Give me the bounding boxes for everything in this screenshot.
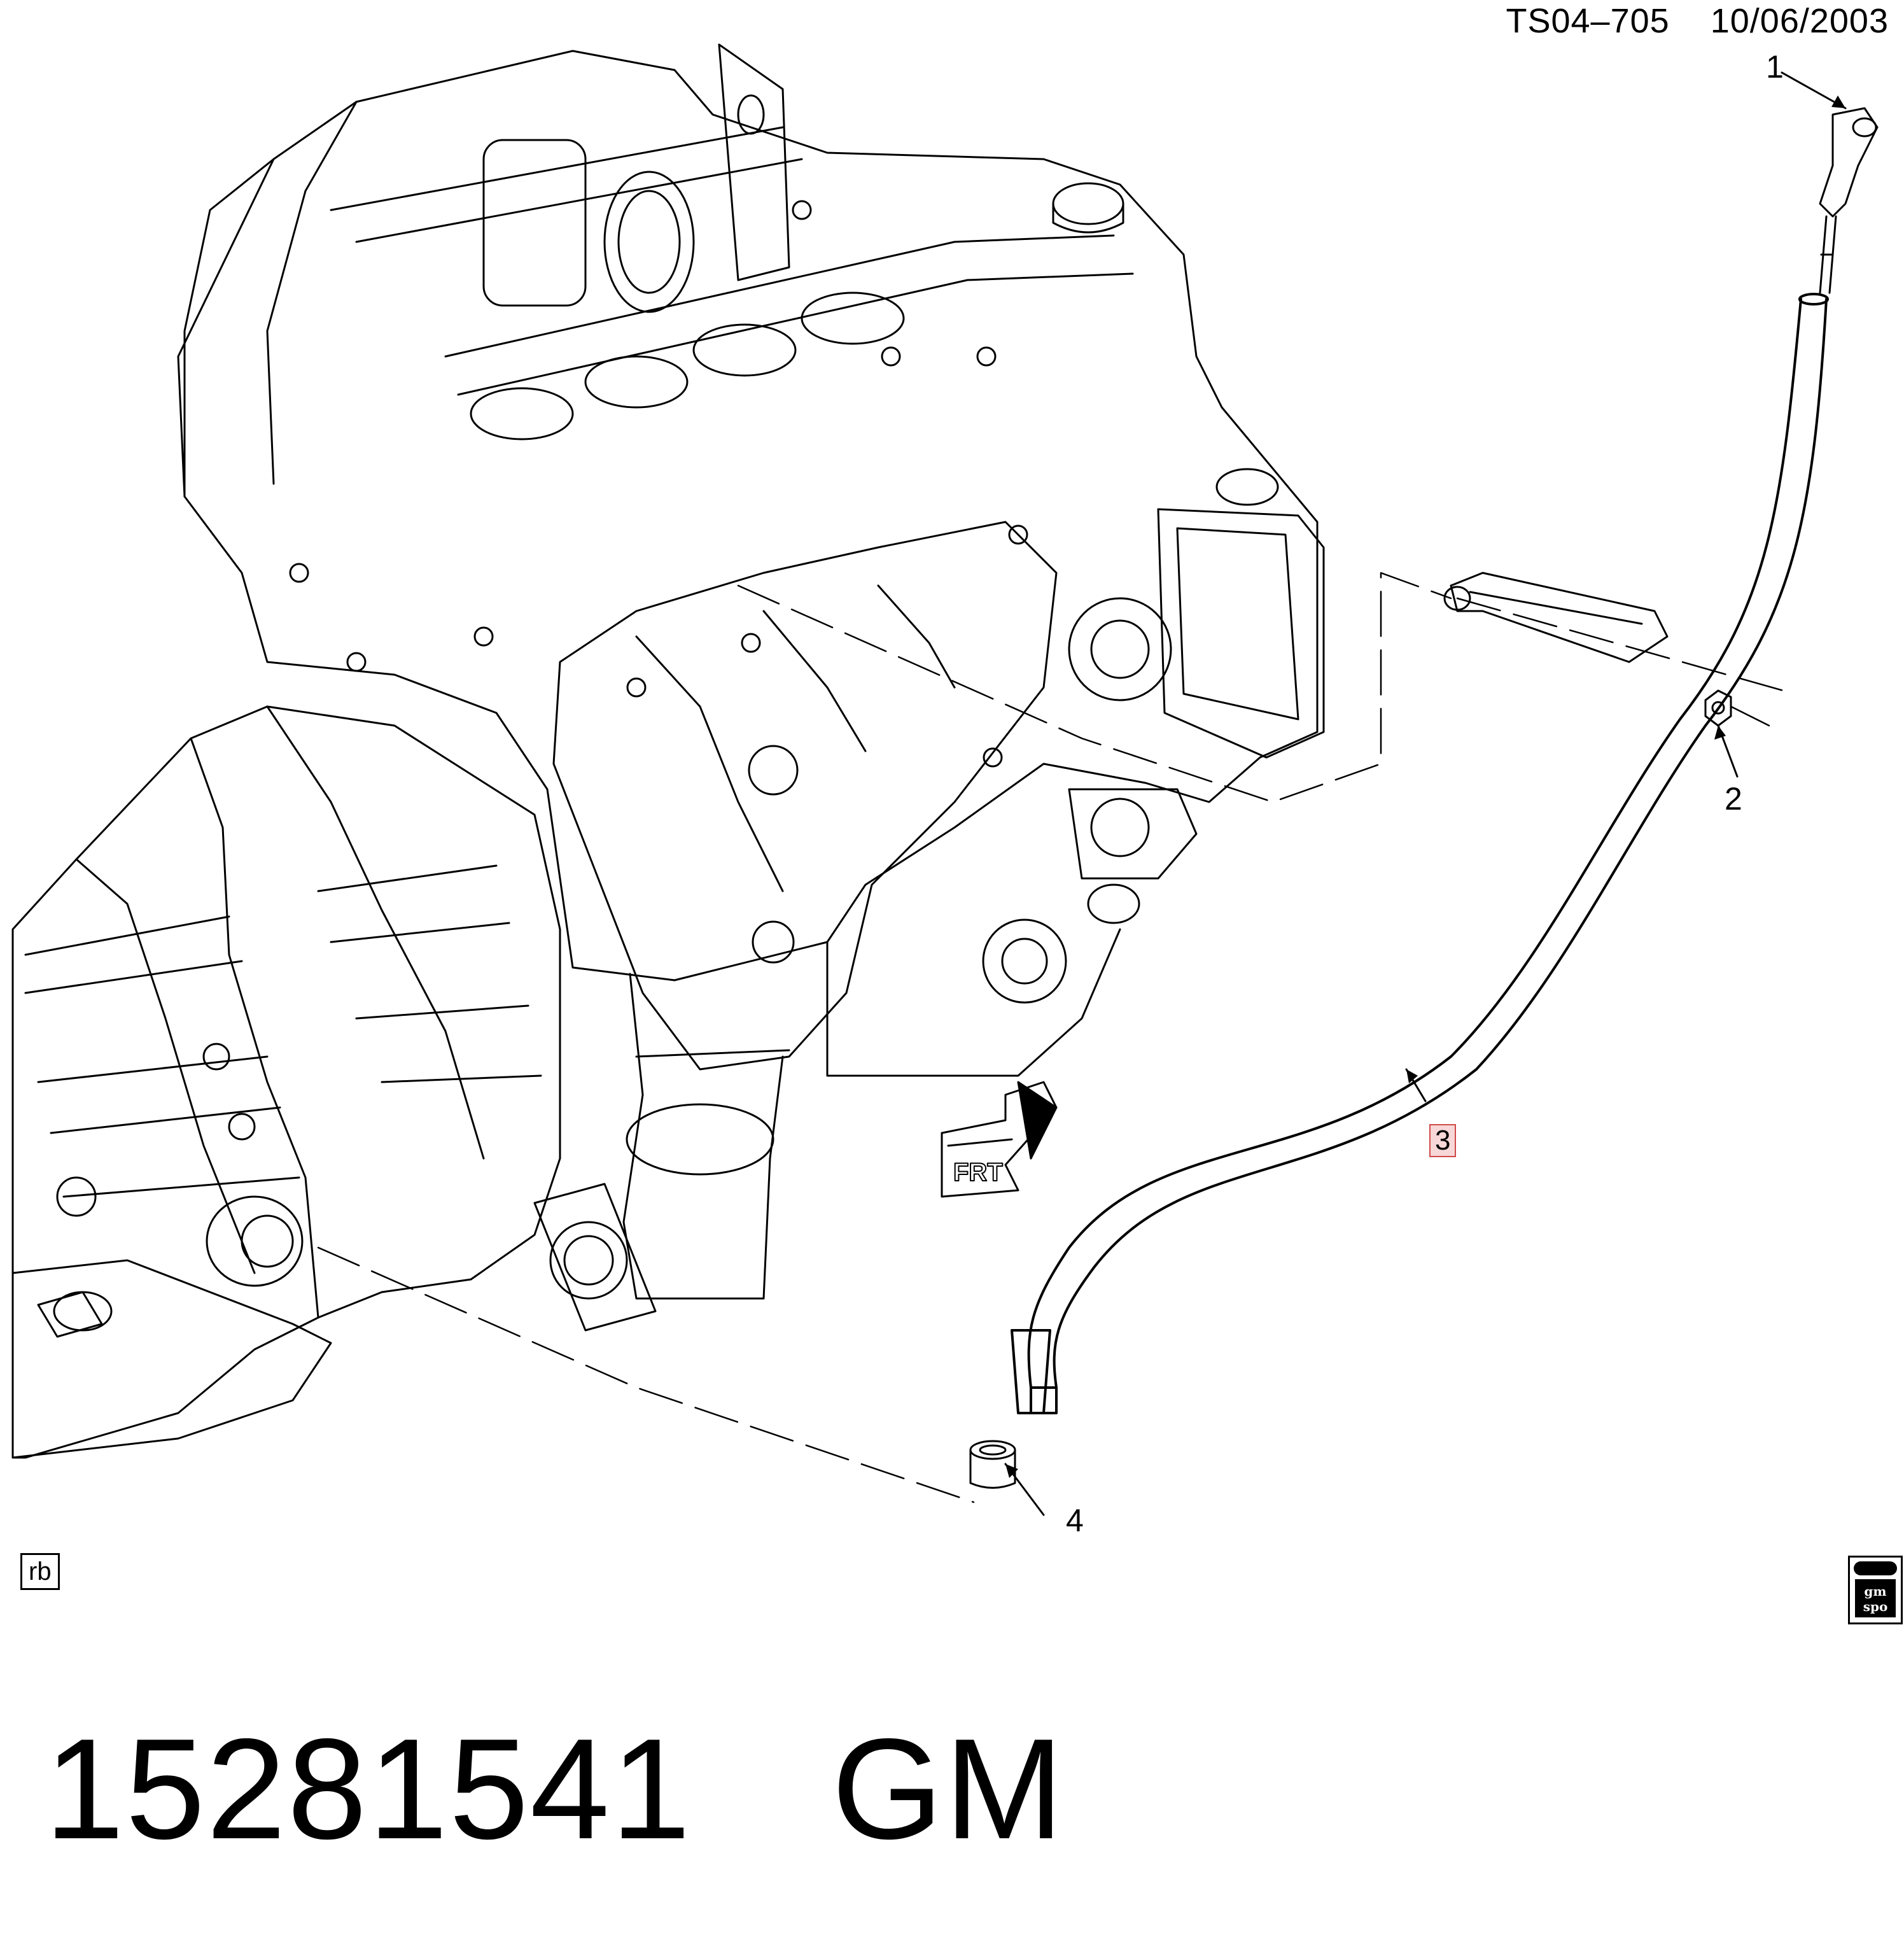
part-number: 15281541 xyxy=(45,1708,692,1869)
routing-lines xyxy=(317,572,1796,1503)
callout-2: 2 xyxy=(1725,781,1742,817)
svg-text:gm: gm xyxy=(1864,1584,1886,1599)
tube-seal xyxy=(969,1440,1016,1489)
front-arrow-label: FRT xyxy=(953,1158,1003,1186)
dipstick-tube xyxy=(1011,293,1829,1414)
brand-name: GM xyxy=(832,1708,1065,1869)
dipstick-handle xyxy=(1819,107,1879,294)
callout-arrowheads xyxy=(1005,95,1845,1478)
engine-assembly xyxy=(177,43,1325,1332)
bracket-nut xyxy=(1704,689,1732,727)
gm-spo-logo-icon: gm spo xyxy=(1854,1561,1897,1617)
diagram-ref-id: TS04–705 xyxy=(1506,2,1670,40)
dipstick-bracket xyxy=(1443,572,1669,663)
diagram-header: TS04–705 10/06/2003 xyxy=(1506,4,1889,38)
gm-spo-logo: gm spo xyxy=(1848,1556,1903,1624)
diagram-date: 10/06/2003 xyxy=(1710,2,1889,40)
transmission-housing xyxy=(11,705,561,1459)
callout-3-highlighted[interactable]: 3 xyxy=(1429,1124,1457,1157)
callout-1: 1 xyxy=(1766,49,1784,85)
front-direction-arrow-icon xyxy=(941,1081,1058,1198)
corner-tag: rb xyxy=(20,1553,60,1590)
callout-4: 4 xyxy=(1066,1503,1084,1538)
svg-text:spo: spo xyxy=(1863,1599,1888,1614)
callout-leaders xyxy=(1004,71,1847,1516)
